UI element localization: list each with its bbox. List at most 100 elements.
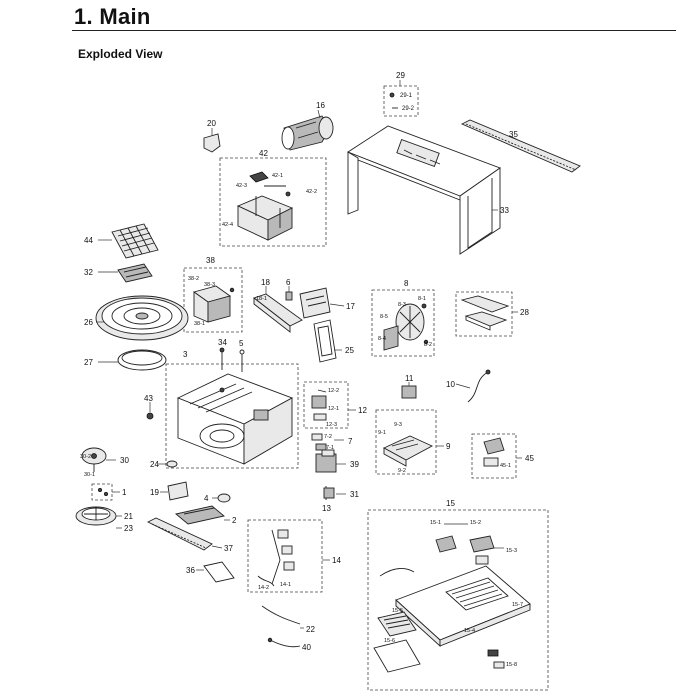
group-15 xyxy=(367,509,549,691)
part-21-roller-guide xyxy=(75,506,122,529)
callout-31: 31 xyxy=(350,490,359,499)
callout-10: 10 xyxy=(446,380,455,389)
callout-22: 22 xyxy=(306,625,315,634)
callout-26: 26 xyxy=(84,318,93,327)
callout-42-1: 42-1 xyxy=(272,173,283,179)
part-34-screw xyxy=(219,347,225,370)
callout-1: 1 xyxy=(122,488,127,497)
part-45-sensor xyxy=(483,437,522,467)
callout-18: 18 xyxy=(261,278,270,287)
part-16-fan-motor xyxy=(281,109,334,151)
callout-8-3: 8-3 xyxy=(398,302,406,308)
part-19-panel xyxy=(160,481,189,501)
part-26-turntable-tray xyxy=(95,295,189,341)
part-18-hinge-bracket xyxy=(253,286,303,333)
callout-42: 42 xyxy=(259,149,268,158)
part-29-screw-set xyxy=(383,80,419,117)
callout-45-1: 45-1 xyxy=(500,463,511,469)
section-title: Exploded View xyxy=(78,47,163,61)
callout-12-1: 12-1 xyxy=(328,406,339,412)
callout-11: 11 xyxy=(405,374,414,383)
callout-2: 2 xyxy=(232,516,237,525)
title-rule xyxy=(72,30,676,31)
callout-15-2: 15-2 xyxy=(470,520,481,526)
part-25-frame xyxy=(313,319,342,363)
part-43-fastener xyxy=(146,402,154,420)
part-20-bracket xyxy=(203,128,221,153)
group-45 xyxy=(471,433,517,479)
callout-24: 24 xyxy=(150,460,159,469)
callout-25: 25 xyxy=(345,346,354,355)
part-37-door-trim xyxy=(146,517,223,551)
callout-34: 34 xyxy=(218,338,227,347)
callout-15-5: 15-5 xyxy=(392,608,403,614)
group-3 xyxy=(165,363,299,469)
part-30-coupler xyxy=(81,447,116,472)
callout-29-2: 29-2 xyxy=(402,106,415,112)
part-12-switch-assembly xyxy=(311,389,356,421)
part-28-duct xyxy=(460,295,518,331)
part-40-wire xyxy=(267,637,301,648)
callout-8-4: 8-4 xyxy=(378,336,386,342)
callout-15-7: 15-7 xyxy=(512,602,523,608)
part-1-motor xyxy=(91,483,120,501)
callout-16: 16 xyxy=(316,101,325,110)
group-12 xyxy=(303,381,349,429)
group-28 xyxy=(455,291,513,337)
callout-37: 37 xyxy=(224,544,233,553)
callout-14-1: 14-1 xyxy=(280,582,291,588)
part-9-base-plate xyxy=(382,435,444,467)
part-42-damper-assembly xyxy=(236,171,294,241)
part-4-cam xyxy=(212,493,231,503)
part-2-control-board xyxy=(175,505,230,525)
part-7-relay xyxy=(311,433,344,451)
callout-15-6: 15-6 xyxy=(384,638,395,644)
part-38-switch-holder xyxy=(192,285,235,323)
callout-30: 30 xyxy=(120,456,129,465)
callout-4: 4 xyxy=(204,494,209,503)
callout-38: 38 xyxy=(206,256,215,265)
part-5-screw xyxy=(239,349,245,372)
part-8-fan-assembly xyxy=(383,303,429,351)
part-39-transformer xyxy=(315,449,346,473)
callout-38-1: 38-1 xyxy=(194,321,205,327)
callout-38-2: 38-2 xyxy=(188,276,199,282)
callout-9: 9 xyxy=(446,442,451,451)
callout-8-2: 8-2 xyxy=(424,342,432,348)
part-32-charcoal-filter xyxy=(98,263,153,283)
callout-15-4: 15-4 xyxy=(464,628,475,634)
callout-12: 12 xyxy=(358,406,367,415)
part-6-clip xyxy=(285,286,293,301)
callout-7-1: 7-1 xyxy=(326,445,334,451)
callout-43: 43 xyxy=(144,394,153,403)
group-38 xyxy=(183,267,243,333)
callout-42-2: 42-2 xyxy=(306,189,317,195)
callout-32: 32 xyxy=(84,268,93,277)
part-27-roller-ring xyxy=(98,349,167,371)
callout-9-1: 9-1 xyxy=(378,430,386,436)
callout-39: 39 xyxy=(350,460,359,469)
callout-5: 5 xyxy=(239,339,244,348)
callout-30-2: 30-2 xyxy=(80,454,91,460)
callout-3: 3 xyxy=(183,350,188,359)
callout-42-3: 42-3 xyxy=(236,183,247,189)
group-42 xyxy=(219,157,327,247)
callout-12-3: 12-3 xyxy=(326,422,337,428)
callout-45: 45 xyxy=(525,454,534,463)
callout-14: 14 xyxy=(332,556,341,565)
callout-30-1: 30-1 xyxy=(84,472,95,478)
part-24-roller xyxy=(158,460,178,468)
callout-23: 23 xyxy=(124,524,133,533)
callout-33: 33 xyxy=(500,206,509,215)
callout-8: 8 xyxy=(404,279,409,288)
callout-7-2: 7-2 xyxy=(324,434,332,440)
callout-6: 6 xyxy=(286,278,291,287)
callout-44: 44 xyxy=(84,236,93,245)
part-36-cover xyxy=(196,561,235,583)
part-31-latch xyxy=(323,486,346,500)
callout-7: 7 xyxy=(348,437,353,446)
callout-19: 19 xyxy=(150,488,159,497)
callout-15-3: 15-3 xyxy=(506,548,517,554)
callout-9-2: 9-2 xyxy=(398,468,406,474)
